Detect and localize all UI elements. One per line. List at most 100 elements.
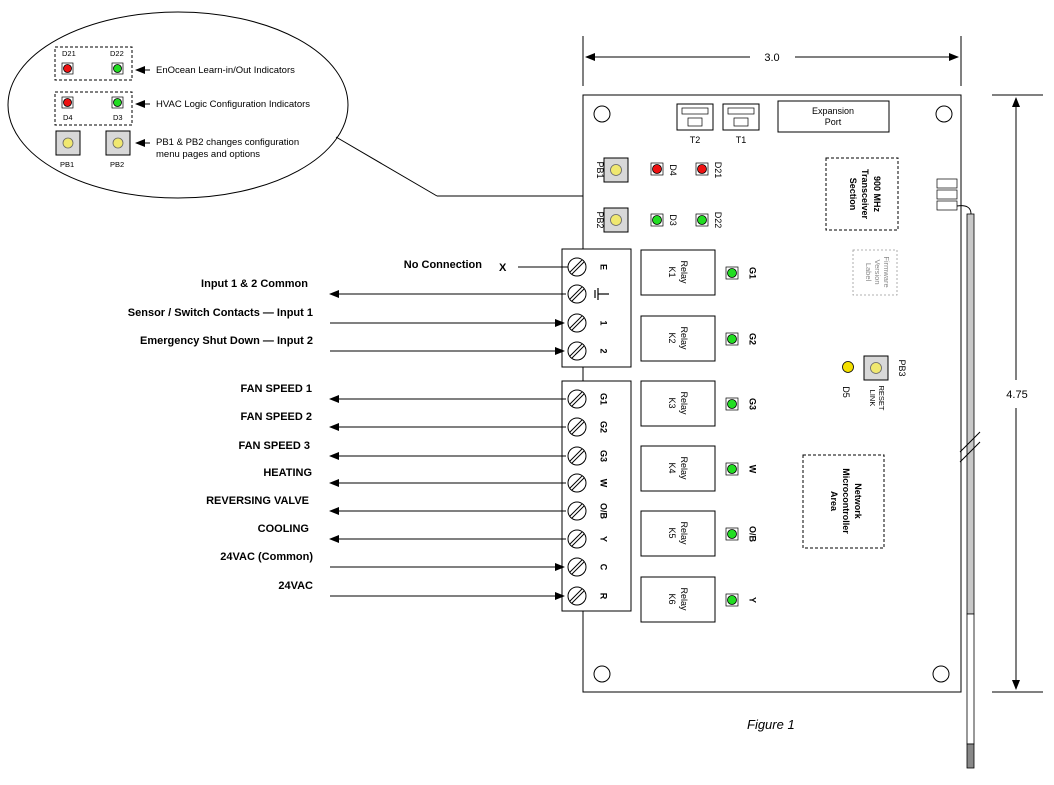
- terminal-screw-slot-2: [571, 533, 585, 547]
- terminal-screw-slot-2: [571, 393, 585, 407]
- firmware-label-box: [852, 249, 898, 296]
- relay-id: K5: [667, 527, 677, 538]
- terminal-label: 1: [599, 320, 609, 325]
- relay-body: [640, 380, 716, 427]
- terminal-label: Y: [599, 536, 609, 542]
- relay-led-label: G1: [748, 267, 758, 279]
- wire-bottom-1: FAN SPEED 2: [240, 411, 566, 431]
- terminal-screw: [567, 446, 587, 466]
- relay-label: Relay: [679, 391, 689, 415]
- pb2-button: PB2: [595, 207, 629, 233]
- network-label-3: Area: [829, 491, 839, 512]
- relay-led: [727, 334, 737, 344]
- no-connection-marker: X: [499, 262, 507, 274]
- legend-pb-text-2: menu pages and options: [156, 149, 260, 160]
- legend-pb2-cap: [112, 137, 124, 149]
- terminal-label: W: [599, 479, 609, 488]
- terminal-screw-slot: [569, 286, 583, 300]
- wire-top-1: Input 1 & 2 Common: [201, 278, 566, 298]
- legend-d3-led: [113, 98, 122, 107]
- d3-label: D3: [668, 214, 678, 226]
- d21-label: D21: [713, 162, 723, 179]
- pb1-button: PB1: [595, 157, 629, 183]
- terminal-screw-slot: [569, 559, 583, 573]
- connector-t2-label: T2: [690, 135, 701, 145]
- width-dimension: 3.0: [582, 36, 962, 86]
- terminal-screw-slot: [569, 588, 583, 602]
- ground-symbol-icon: [594, 288, 609, 300]
- terminal-screw: [567, 284, 587, 304]
- wire-bottom-4: REVERSING VALVE: [206, 495, 566, 515]
- terminal-label: C: [599, 564, 609, 571]
- mounting-hole-top-left: [593, 105, 611, 123]
- connector-t1: T1: [722, 103, 760, 145]
- connector-t2-pin: [687, 117, 703, 127]
- legend-d21-led: [63, 64, 72, 73]
- firmware-label-1: Firmware: [882, 256, 891, 287]
- wire-label: 24VAC: [278, 580, 313, 592]
- height-value: 4.75: [1006, 389, 1027, 401]
- terminal-screw-slot-2: [571, 505, 585, 519]
- legend-pb2-label: PB2: [110, 160, 124, 169]
- terminal-block-outputs: [561, 380, 632, 612]
- wire-bottom-6: 24VAC (Common): [220, 551, 565, 571]
- legend-enocean-text: EnOcean Learn-in/Out Indicators: [156, 65, 295, 76]
- wire-top-2: Sensor / Switch Contacts — Input 1: [128, 307, 565, 327]
- connector-t2-latch: [681, 107, 709, 115]
- relay-led-label: G3: [748, 398, 758, 410]
- pb2-label: PB2: [595, 211, 605, 228]
- legend-pb1-button: [55, 130, 81, 156]
- pb3-label: PB3: [897, 359, 907, 376]
- transceiver-text: 900 MHz Transceiver Section: [848, 169, 882, 220]
- wire-bottom-3: HEATING: [263, 467, 566, 487]
- terminal-bottom-0: G1: [567, 389, 609, 409]
- terminal-bottom-6: C: [567, 557, 609, 577]
- terminal-screw: [567, 257, 587, 277]
- relay-id: K1: [667, 266, 677, 277]
- terminal-label: G3: [599, 450, 609, 462]
- relay-led: [727, 268, 737, 278]
- wire-bottom-7: 24VAC: [278, 580, 565, 600]
- relay-body: [640, 576, 716, 623]
- d21-led: [697, 164, 707, 174]
- antenna-cable: [956, 205, 972, 215]
- terminal-screw-slot: [569, 419, 583, 433]
- terminal-screw-slot: [569, 259, 583, 273]
- pb1-button-cap: [610, 164, 622, 176]
- pb3-button-cap: [870, 362, 882, 374]
- legend-leader-line: [335, 136, 438, 197]
- terminal-bottom-7: R: [567, 586, 609, 606]
- d5-label: D5: [841, 386, 851, 398]
- antenna-connector-2: [936, 189, 958, 200]
- legend-pb1-label: PB1: [60, 160, 74, 169]
- reset-link-text: RESET LINK: [868, 385, 886, 410]
- legend-callout: D21 D22 EnOcean Learn-in/Out Indicators …: [7, 11, 583, 199]
- terminal-top-1: [567, 284, 609, 304]
- relay-label: Relay: [679, 456, 689, 480]
- width-value: 3.0: [764, 52, 779, 64]
- wire-label: FAN SPEED 2: [240, 411, 312, 423]
- terminal-top-3: 2: [567, 341, 609, 361]
- terminal-top-2: 1: [567, 313, 609, 333]
- relay-led-label: O/B: [748, 526, 758, 543]
- terminal-label: 2: [599, 348, 609, 353]
- terminal-screw-slot-2: [571, 477, 585, 491]
- mounting-hole-top-right: [935, 105, 953, 123]
- terminal-bottom-4: O/B: [567, 501, 609, 521]
- wire-label: HEATING: [263, 467, 312, 479]
- terminal-screw-slot-2: [571, 288, 585, 302]
- circuit-board: [582, 94, 962, 693]
- wire-label: No Connection: [404, 259, 482, 271]
- terminal-bottom-3: W: [567, 473, 609, 493]
- terminal-label: E: [599, 264, 609, 270]
- terminal-screw: [567, 473, 587, 493]
- pb1-label: PB1: [595, 161, 605, 178]
- terminal-screw-slot-2: [571, 450, 585, 464]
- terminal-screw-slot: [569, 503, 583, 517]
